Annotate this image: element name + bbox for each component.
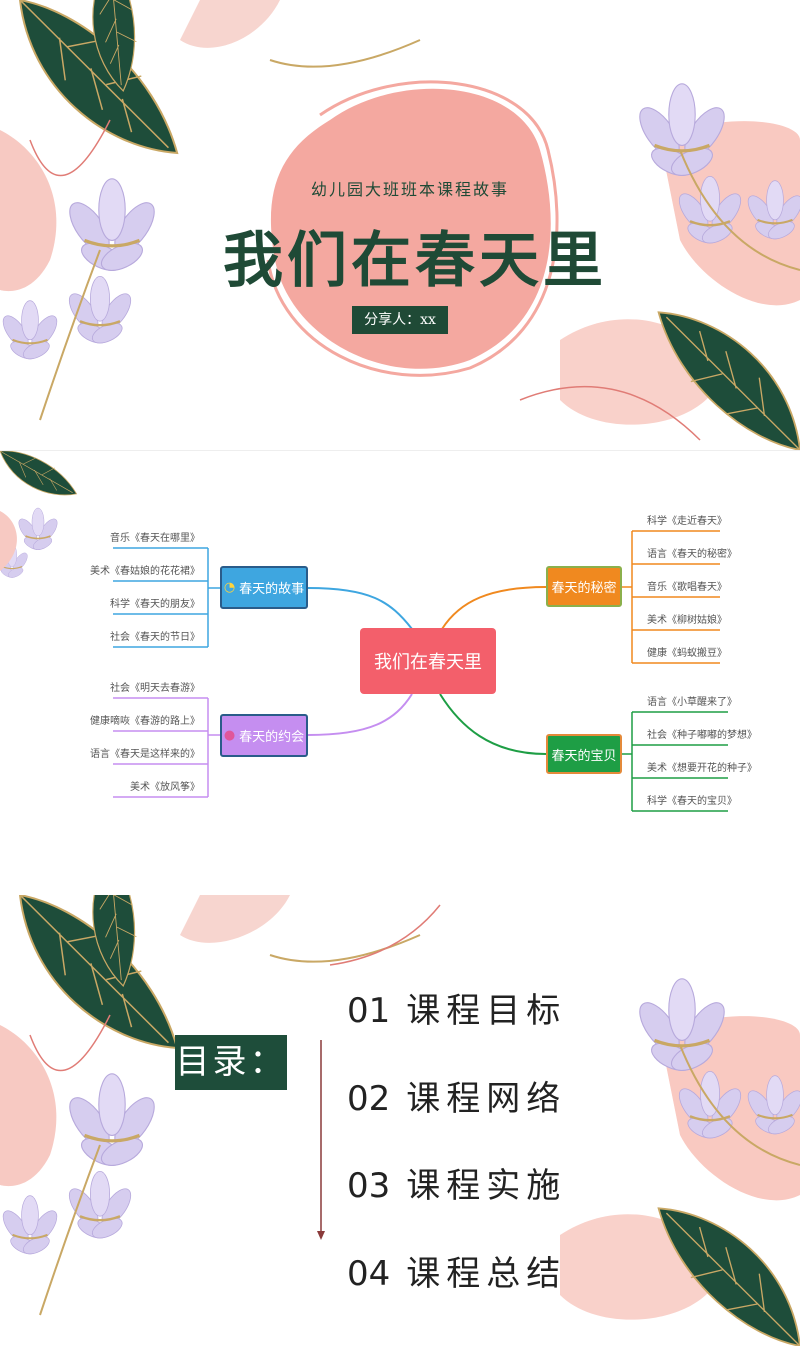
mindmap-slide: 我们在春天里 ◔春天的故事 ●春天的约会 春天的秘密 春天的宝贝 音乐《春天在哪… xyxy=(0,450,800,895)
mindmap-leaf: 美术《放风筝》 xyxy=(130,782,200,793)
toc-slide: 目录： 01 课程目标 02 课程网络 03 课程实施 04 课程总结 xyxy=(0,895,800,1346)
branch-label: 春天的故事 xyxy=(239,582,305,597)
toc-number: 03 xyxy=(347,1166,391,1206)
toc-item[interactable]: 03 课程实施 xyxy=(347,1158,566,1207)
mindmap-leaf: 音乐《春天在哪里》 xyxy=(110,533,200,544)
leaf-bracket xyxy=(207,698,220,797)
mindmap-leaf: 社会《春天的节日》 xyxy=(110,632,200,643)
toc-label: 课程总结 xyxy=(406,1254,567,1294)
mindmap-leaf: 科学《走近春天》 xyxy=(647,516,727,527)
branch-date: ●春天的约会 xyxy=(220,714,308,757)
mindmap-leaf: 美术《想要开花的种子》 xyxy=(647,763,757,774)
leaf-bracket xyxy=(207,548,220,647)
clock-icon: ◔ xyxy=(223,580,236,595)
presenter-badge: 分享人：xx xyxy=(352,306,448,334)
mindmap-center: 我们在春天里 xyxy=(360,628,496,694)
cover-subtitle: 幼儿园大班班本课程故事 xyxy=(310,180,509,199)
mindmap-leaf: 社会《种子嘟嘟的梦想》 xyxy=(647,730,757,741)
mindmap-leaf: 科学《春天的朋友》 xyxy=(110,599,200,610)
mindmap-leaf: 语言《春天是这样来的》 xyxy=(90,749,200,760)
mindmap-leaf: 美术《柳树姑娘》 xyxy=(647,615,727,626)
mindmap-leaf: 社会《明天去春游》 xyxy=(110,683,200,694)
toc-item[interactable]: 01 课程目标 xyxy=(347,983,566,1032)
branch-label: 春天的约会 xyxy=(239,730,305,745)
leaf-bracket xyxy=(622,712,633,811)
branch-secret: 春天的秘密 xyxy=(546,566,622,607)
toc-item[interactable]: 02 课程网络 xyxy=(347,1071,566,1120)
mindmap-leaf: 健康嘀咴《春游的路上》 xyxy=(90,716,200,727)
toc-heading: 目录： xyxy=(175,1035,287,1090)
toc-number: 04 xyxy=(347,1254,391,1294)
mindmap-connectors xyxy=(0,451,728,812)
toc-label: 课程实施 xyxy=(406,1166,567,1206)
mindmap-leaf: 美术《春姑娘的花花裙》 xyxy=(90,566,200,577)
floral-decoration xyxy=(0,0,800,450)
floral-decoration xyxy=(0,895,800,1346)
toc-item[interactable]: 04 课程总结 xyxy=(347,1246,566,1295)
mindmap-leaf: 科学《春天的宝贝》 xyxy=(647,796,737,807)
mindmap-leaf: 健康《蚂蚁搬豆》 xyxy=(647,648,727,659)
toc-label: 课程目标 xyxy=(406,991,567,1031)
cover-slide: 幼儿园大班班本课程故事 我们在春天里 分享人：xx xyxy=(0,0,800,450)
mindmap-leaf: 语言《小草醒来了》 xyxy=(647,697,737,708)
branch-story: ◔春天的故事 xyxy=(220,566,308,609)
mindmap-leaf: 语言《春天的秘密》 xyxy=(647,549,737,560)
balloon-icon: ● xyxy=(223,728,236,743)
cover-title: 我们在春天里 xyxy=(223,226,607,296)
mindmap-leaf: 音乐《歌唱春天》 xyxy=(647,582,727,593)
toc-number: 01 xyxy=(347,991,391,1031)
toc-number: 02 xyxy=(347,1079,391,1119)
branch-treasure: 春天的宝贝 xyxy=(546,734,622,774)
toc-label: 课程网络 xyxy=(406,1079,567,1119)
leaf-bracket xyxy=(622,531,633,663)
